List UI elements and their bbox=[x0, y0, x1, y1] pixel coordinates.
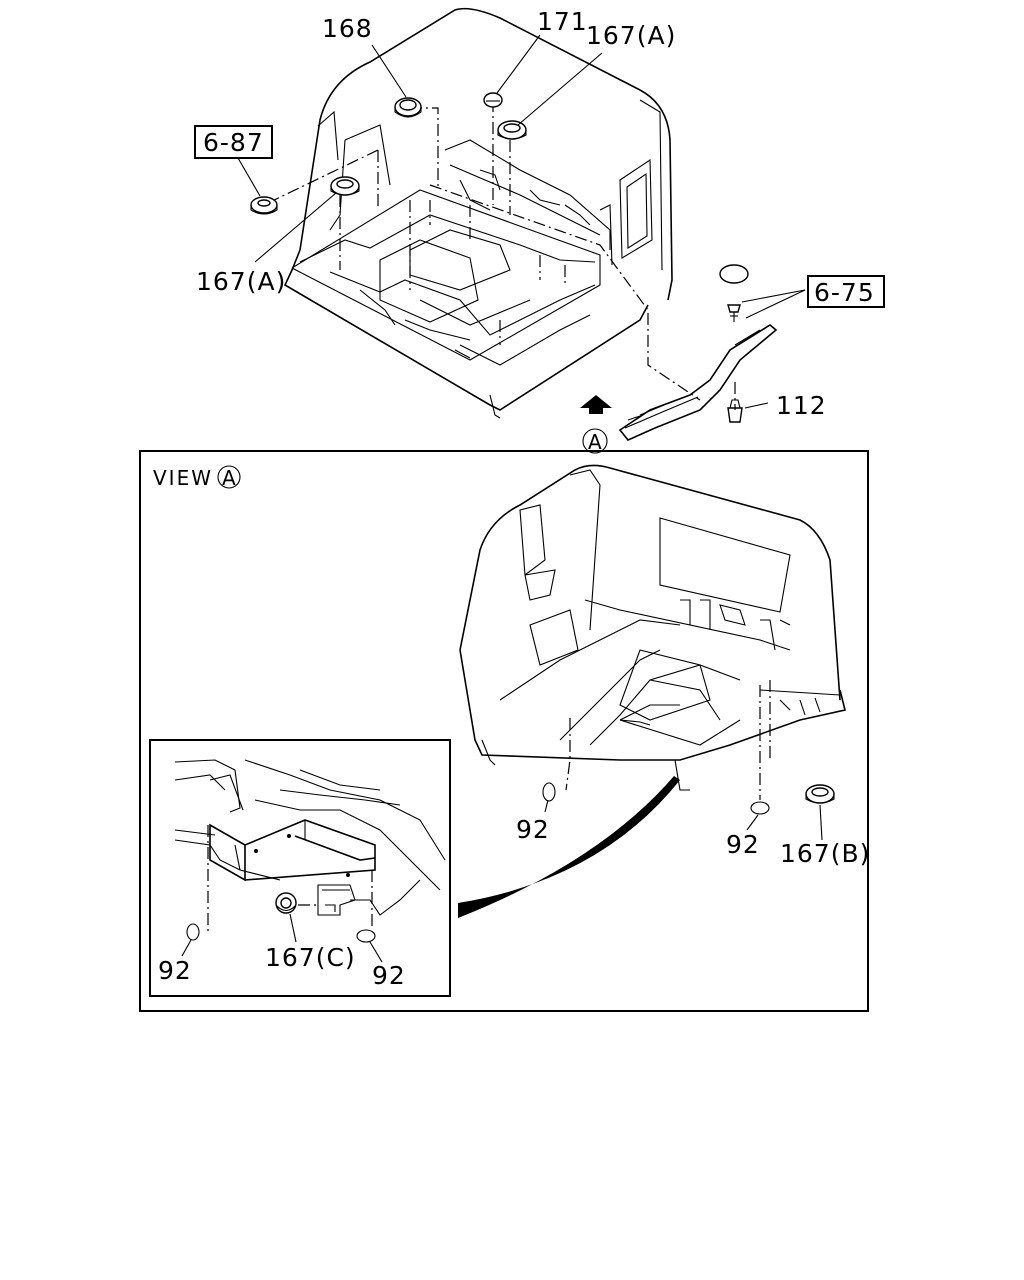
o-ring-92-inset-right-icon bbox=[356, 929, 376, 943]
grommet-167a-left-icon bbox=[330, 176, 360, 196]
view-a-panel bbox=[139, 450, 869, 1012]
o-ring-92-inset-left-icon bbox=[186, 923, 200, 941]
bracket-drawing: 6-75 112 bbox=[618, 264, 885, 441]
callout-92-left: 92 bbox=[516, 815, 550, 844]
ref-box-6-75 bbox=[807, 275, 885, 308]
o-ring-92-right-icon bbox=[750, 801, 770, 815]
detail-inset-panel bbox=[149, 739, 451, 997]
callout-167a-left: 167(A) bbox=[196, 267, 286, 296]
ref-6-87: 6-87 bbox=[203, 128, 264, 157]
ref-box-6-87 bbox=[194, 125, 273, 159]
view-title: VIEW bbox=[153, 466, 213, 490]
callout-167a-top: 167(A) bbox=[586, 21, 676, 50]
o-ring-92-left-icon bbox=[542, 782, 556, 802]
view-direction-arrow-icon bbox=[580, 395, 612, 414]
cab-floor-drawing: 168 171 167(A) 6-87 167(A) bbox=[194, 7, 701, 419]
clip-112-icon bbox=[727, 399, 743, 423]
screw-6-75-icon bbox=[727, 304, 741, 322]
plug-171-icon bbox=[483, 92, 503, 108]
callout-92-inset-left: 92 bbox=[158, 956, 192, 985]
svg-text:A: A bbox=[588, 430, 604, 454]
view-title-marker: A bbox=[217, 465, 241, 490]
grommet-167c-icon bbox=[275, 892, 297, 914]
callout-112: 112 bbox=[776, 391, 827, 420]
callout-171: 171 bbox=[537, 7, 588, 36]
cab-underside-drawing: 92 92 167(B) bbox=[459, 464, 870, 868]
grommet-167a-top-icon bbox=[497, 120, 527, 140]
view-marker-a: A bbox=[582, 428, 608, 454]
callout-167b: 167(B) bbox=[780, 839, 870, 868]
callout-167c: 167(C) bbox=[265, 943, 356, 972]
callout-92-right: 92 bbox=[726, 830, 760, 859]
ref-6-75: 6-75 bbox=[814, 278, 875, 307]
callout-92-inset-right: 92 bbox=[372, 961, 406, 990]
detail-inset-drawing: 92 167(C) 92 bbox=[158, 759, 446, 990]
grommet-6-87-icon bbox=[250, 196, 278, 215]
svg-text:A: A bbox=[222, 466, 238, 490]
detail-connector-arrow bbox=[458, 776, 680, 918]
cap-6-75-icon bbox=[719, 264, 749, 284]
grommet-168-icon bbox=[394, 97, 422, 118]
grommet-167b-icon bbox=[805, 784, 835, 804]
callout-168: 168 bbox=[322, 14, 373, 43]
